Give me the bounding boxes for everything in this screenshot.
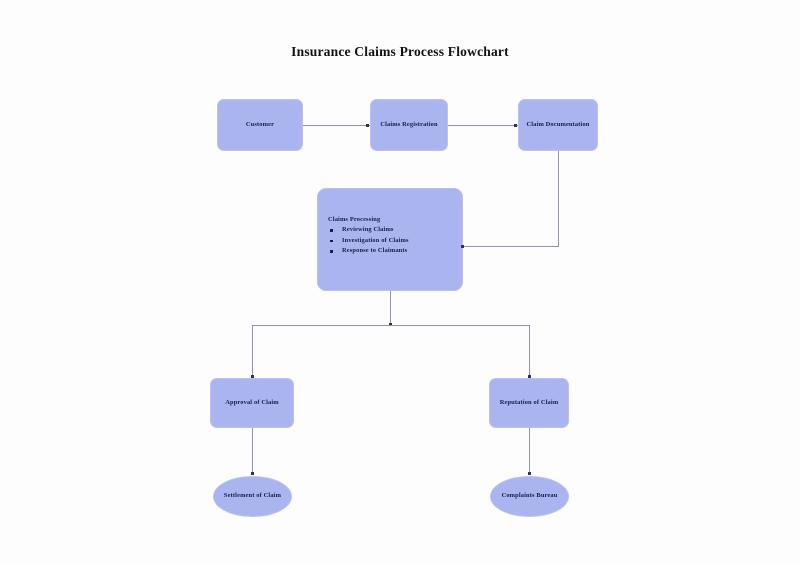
node-settlement-of-claim-label: Settlement of Claim xyxy=(223,492,282,500)
node-customer-label: Customer xyxy=(245,120,275,128)
edge-claim-documentation-to-claims-processing xyxy=(463,246,559,247)
arrowhead-claim-documentation xyxy=(514,124,517,127)
node-claim-documentation[interactable]: Claim Documentation xyxy=(518,99,598,151)
arrowhead-settlement-of-claim xyxy=(251,472,254,475)
node-settlement-of-claim[interactable]: Settlement of Claim xyxy=(213,476,292,517)
edge-branch-left-down xyxy=(252,325,253,377)
node-approval-of-claim[interactable]: Approval of Claim xyxy=(210,378,294,428)
edge-claims-registration-to-claim-documentation xyxy=(448,125,518,126)
edge-claims-processing-down xyxy=(390,291,391,325)
node-approval-of-claim-label: Approval of Claim xyxy=(225,398,279,406)
node-reputation-of-claim[interactable]: Reputation of Claim xyxy=(489,378,569,428)
arrowhead-claims-processing xyxy=(461,245,464,248)
node-reputation-of-claim-label: Reputation of Claim xyxy=(499,398,559,406)
arrowhead-reputation-of-claim xyxy=(528,375,531,378)
claims-processing-content: Claims Processing Reviewing Claims Inves… xyxy=(328,216,409,259)
edge-customer-to-claims-registration xyxy=(303,125,370,126)
node-complaints-bureau-label: Complaints Bureau xyxy=(501,492,558,500)
edge-branch-horizontal xyxy=(252,325,529,326)
edge-branch-right-down xyxy=(529,325,530,377)
claims-processing-bullet-list: Reviewing Claims Investigation of Claims… xyxy=(328,226,409,254)
node-claims-processing[interactable]: Claims Processing Reviewing Claims Inves… xyxy=(317,188,463,291)
edge-approval-to-settlement xyxy=(252,428,253,474)
arrowhead-complaints-bureau xyxy=(528,472,531,475)
claims-processing-heading: Claims Processing xyxy=(328,216,381,223)
page-title: Insurance Claims Process Flowchart xyxy=(291,44,509,59)
claims-processing-bullet: Investigation of Claims xyxy=(328,237,409,244)
node-complaints-bureau[interactable]: Complaints Bureau xyxy=(490,476,569,517)
node-claims-registration-label: Claims Registration xyxy=(380,120,438,128)
edge-claim-documentation-down xyxy=(558,151,559,246)
arrowhead-claims-registration xyxy=(366,124,369,127)
arrowhead-branch-junction xyxy=(389,323,392,326)
node-customer[interactable]: Customer xyxy=(217,99,303,151)
node-claims-registration[interactable]: Claims Registration xyxy=(370,99,448,151)
claims-processing-bullet: Reviewing Claims xyxy=(328,226,409,233)
edge-reputation-to-complaints-bureau xyxy=(529,428,530,474)
node-claim-documentation-label: Claim Documentation xyxy=(526,120,590,128)
claims-processing-bullet: Response to Claimants xyxy=(328,247,409,254)
arrowhead-approval-of-claim xyxy=(251,375,254,378)
